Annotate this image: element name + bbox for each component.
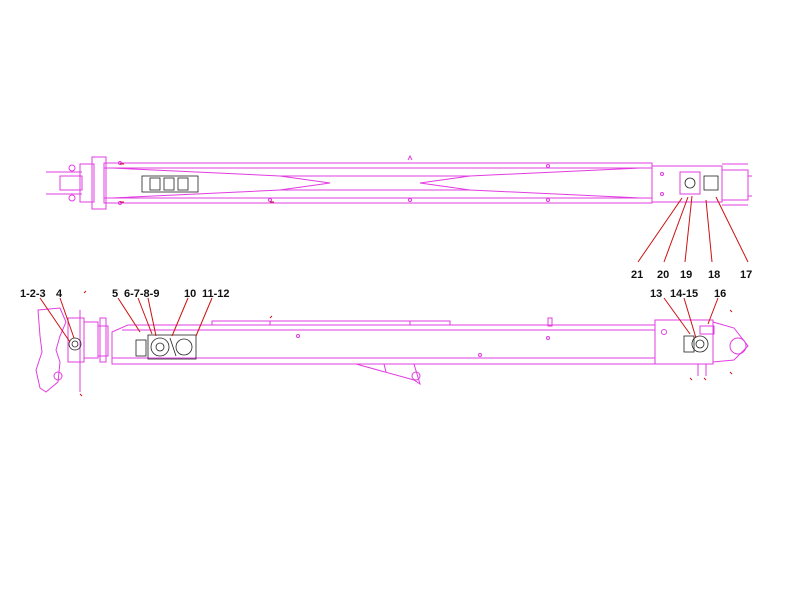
callout-label: 4: [56, 288, 63, 300]
callout-label: 5: [112, 288, 118, 300]
top-view-boom: [46, 154, 752, 210]
leader-lines: [39, 195, 749, 343]
callout-label: 14-15: [670, 288, 698, 300]
callouts-side-view: 1-2-3 4 5 6-7-8-9 10 11-12 13 14-15 16: [20, 288, 726, 300]
callout-label: 6-7-8-9: [124, 288, 159, 300]
callout-label: 10: [184, 288, 196, 300]
callout-label: 16: [714, 288, 726, 300]
callout-label: 18: [708, 269, 720, 281]
callout-label: 13: [650, 288, 662, 300]
callout-label: 20: [657, 269, 669, 281]
callout-label: 1-2-3: [20, 288, 46, 300]
callout-label: 11-12: [202, 288, 230, 300]
callouts-top-view: 21 20 19 18 17: [631, 269, 752, 281]
callout-label: 19: [680, 269, 692, 281]
reference-ticks: [79, 163, 733, 397]
callout-label: 21: [631, 269, 643, 281]
side-view-boom: [35, 307, 749, 393]
callout-label: 17: [740, 269, 752, 281]
